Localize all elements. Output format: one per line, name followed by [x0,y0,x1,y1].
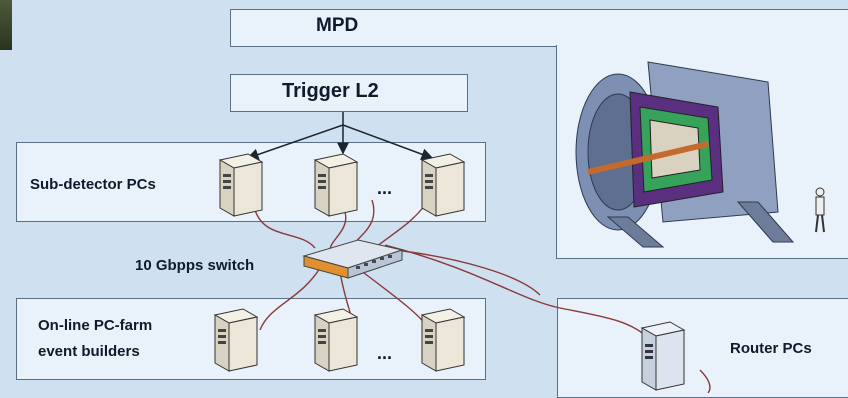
router-box [557,298,848,398]
photo-thumbnail [0,0,12,50]
server-tower-icon [218,153,264,217]
router-server-icon [640,321,686,391]
switch-label: 10 Gbpps switch [135,257,255,274]
detector-illustration [575,61,795,248]
trigger-arrows [246,112,434,161]
person-icon [815,187,825,233]
network-cables [254,199,711,393]
mpd-label: MPD [316,15,359,36]
trigger-box [230,74,468,112]
trigger-label: Trigger L2 [282,80,379,102]
server-tower-icon [313,308,359,372]
server-tower-icon [213,308,259,372]
ellipsis-top: ... [377,178,393,198]
server-tower-icon [420,308,466,372]
router-label: Router PCs [730,340,812,357]
server-tower-icon [313,153,359,217]
farm-label-line1: On-line PC-farm [38,317,153,334]
ellipsis-bottom: ... [377,343,393,363]
farm-label-line2: event builders [38,343,140,360]
subdetector-label: Sub-detector PCs [30,176,156,193]
mpd-box [230,9,848,47]
network-switch-icon [302,239,404,279]
server-tower-icon [420,153,466,217]
